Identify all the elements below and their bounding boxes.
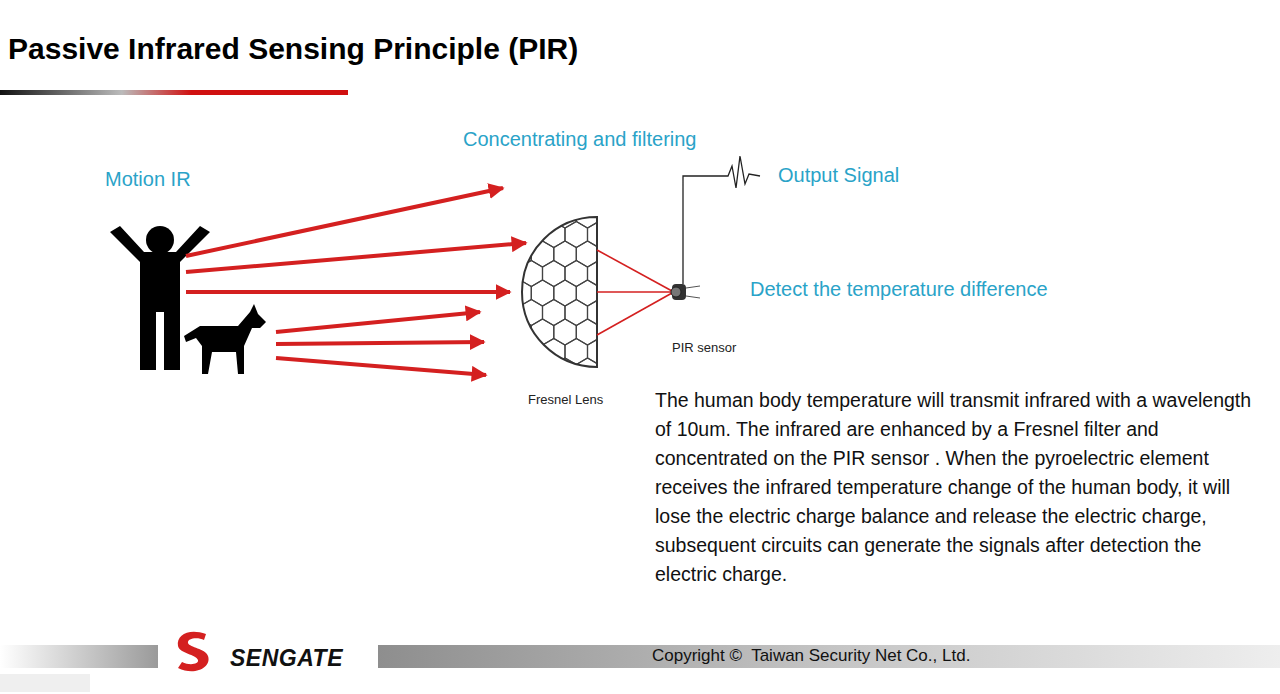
hexagon-cell bbox=[531, 202, 554, 228]
output-wire bbox=[683, 156, 760, 284]
watermark-box bbox=[0, 674, 90, 692]
hexagon-cell bbox=[509, 202, 532, 228]
hexagon-cell bbox=[509, 358, 532, 384]
footer-bar bbox=[0, 645, 158, 668]
sensor-function-label: Detect the temperature difference bbox=[750, 278, 1048, 301]
pir-sensor bbox=[671, 284, 700, 300]
part-name: PIR sensor bbox=[672, 340, 736, 355]
title: Passive Infrared Sensing Principle (PIR) bbox=[8, 32, 578, 66]
hexagon-cell bbox=[543, 339, 566, 365]
motion-label: Motion IR bbox=[105, 168, 191, 191]
title-underline bbox=[0, 90, 348, 95]
hexagon-cell bbox=[554, 358, 577, 384]
hexagon-cell bbox=[610, 339, 633, 365]
hexagon-cell bbox=[610, 222, 633, 248]
fresnel-lens bbox=[522, 217, 597, 367]
copyright: Copyright © Taiwan Security Net Co., Ltd… bbox=[652, 646, 970, 666]
dog-figure bbox=[184, 304, 266, 374]
brand-logo: SENGATE bbox=[230, 645, 343, 672]
hexagon-cell bbox=[531, 358, 554, 384]
hexagon-cell bbox=[621, 319, 644, 345]
hexagon-cell bbox=[576, 358, 599, 384]
logo-symbol bbox=[178, 632, 209, 672]
ir-rays bbox=[186, 188, 526, 375]
person-figure bbox=[110, 226, 210, 370]
hexagon-cell bbox=[599, 241, 622, 267]
hexagon-cell bbox=[633, 339, 656, 365]
part-name: Fresnel Lens bbox=[528, 392, 603, 407]
footer-bar bbox=[378, 645, 1280, 668]
description-note: The human body temperature will transmit… bbox=[655, 386, 1267, 589]
hexagon-cell bbox=[610, 261, 633, 287]
fresnel-hexagons bbox=[509, 202, 655, 384]
hexagon-cell bbox=[599, 280, 622, 306]
hexagon-cell bbox=[621, 280, 644, 306]
focused-rays bbox=[597, 250, 672, 335]
hexagon-cell bbox=[621, 241, 644, 267]
hexagon-cell bbox=[599, 202, 622, 228]
lens-function-label: Concentrating and filtering bbox=[463, 128, 696, 151]
hexagon-cell bbox=[621, 202, 644, 228]
hexagon-cell bbox=[520, 339, 543, 365]
hexagon-cell bbox=[633, 261, 656, 287]
output-label: Output Signal bbox=[778, 164, 899, 187]
hexagon-cell bbox=[633, 222, 656, 248]
hexagon-cell bbox=[599, 358, 622, 384]
hexagon-cell bbox=[621, 358, 644, 384]
